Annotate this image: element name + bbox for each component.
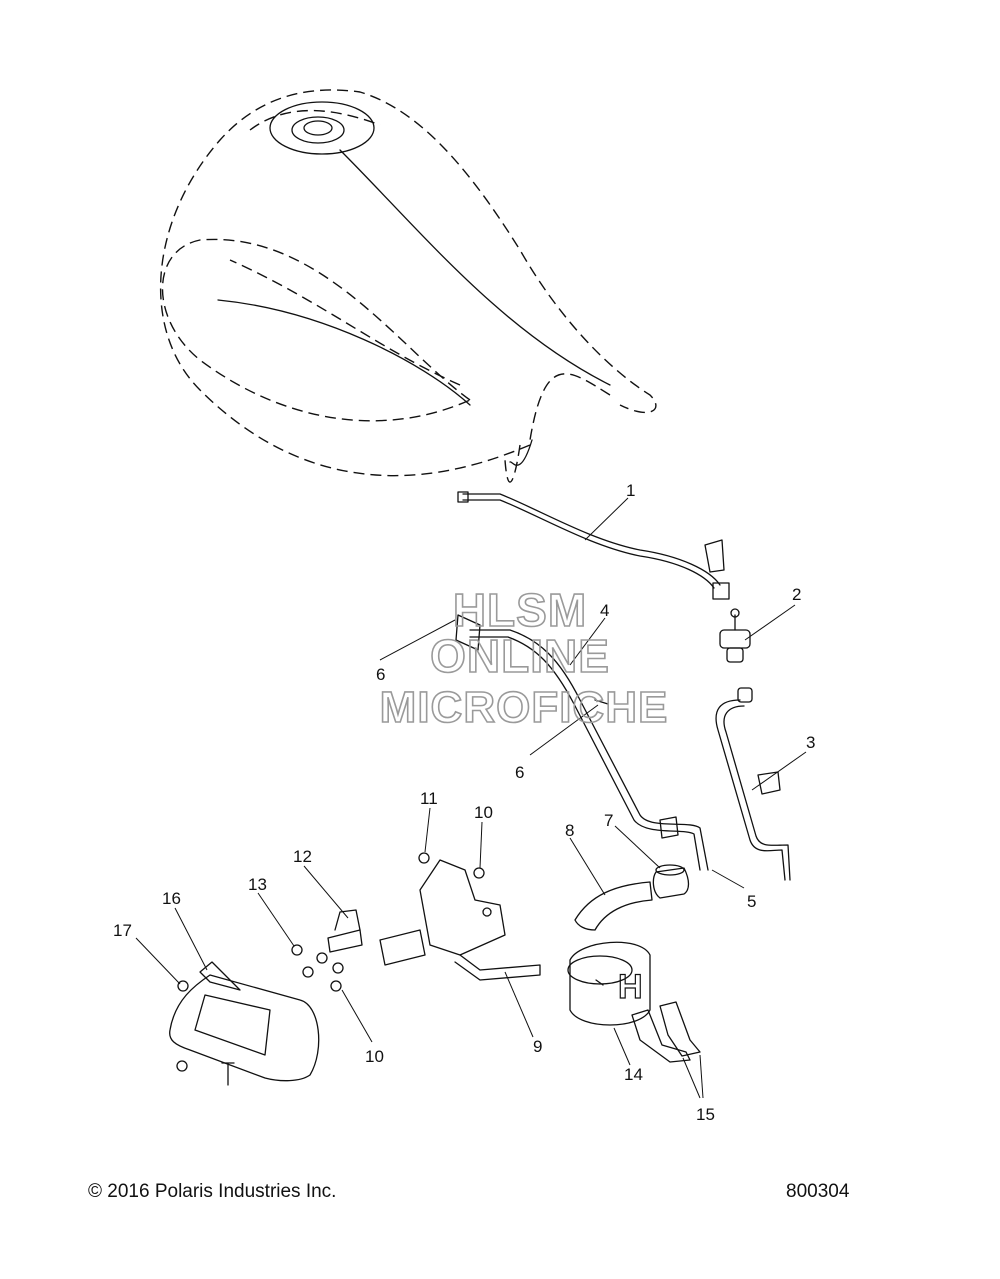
watermark-line-1: HLSM (453, 584, 587, 636)
clamps-15 (631, 1001, 701, 1063)
sleeve-7 (652, 864, 690, 899)
callout-12: 12 (293, 847, 312, 866)
watermark: HLSM ONLINE MICROFICHE (379, 583, 669, 733)
callout-5: 5 (747, 892, 756, 911)
callout-labels: 1 2 3 4 5 6 6 7 8 9 10 10 11 12 13 14 15… (113, 481, 815, 1124)
fasteners (176, 852, 485, 1086)
watermark-line-3: MICROFICHE (380, 683, 669, 732)
callout-6-upper: 6 (376, 665, 385, 684)
callout-9: 9 (533, 1037, 542, 1056)
vent-line-1 (457, 491, 730, 600)
canister-14: H (567, 941, 651, 1026)
callout-13: 13 (248, 875, 267, 894)
callout-6-lower: 6 (515, 763, 524, 782)
callout-8: 8 (565, 821, 574, 840)
leader-lines (135, 497, 807, 1099)
callout-10-upper: 10 (474, 803, 493, 822)
copyright-notice: © 2016 Polaris Industries Inc. (88, 1181, 337, 1202)
hose-8 (574, 881, 653, 931)
callout-7: 7 (604, 811, 613, 830)
callout-4: 4 (600, 601, 609, 620)
hose-4 (455, 614, 709, 871)
callout-2: 2 (792, 585, 801, 604)
document-number: 800304 (786, 1181, 850, 1202)
callout-3: 3 (806, 733, 815, 752)
callout-11: 11 (420, 789, 438, 808)
watermark-line-2: ONLINE (430, 630, 610, 682)
callout-17: 17 (113, 921, 132, 940)
bracket-12 (327, 909, 363, 953)
callout-14: 14 (624, 1065, 643, 1084)
callout-1: 1 (626, 481, 635, 500)
callout-16: 16 (162, 889, 181, 908)
svg-text:H: H (618, 968, 643, 1006)
valve-2 (719, 608, 751, 663)
hose-3 (715, 687, 791, 881)
cover-16 (169, 961, 320, 1082)
callout-10-lower: 10 (365, 1047, 384, 1066)
fuel-tank-outline (159, 89, 657, 483)
callout-15: 15 (696, 1105, 715, 1124)
bracket-9 (379, 859, 541, 981)
